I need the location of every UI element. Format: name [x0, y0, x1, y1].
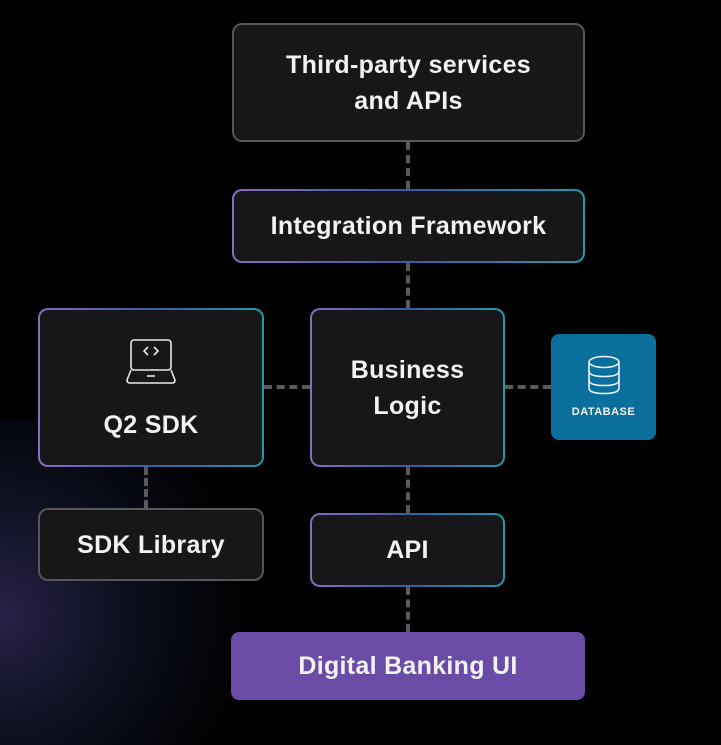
- connector-sdk-library: [144, 467, 148, 508]
- node-q2-sdk: Q2 SDK: [38, 308, 264, 467]
- node-integration-framework: Integration Framework: [232, 189, 585, 263]
- connector-integration-business: [406, 263, 410, 308]
- node-third-party: Third-party services and APIs: [232, 23, 585, 142]
- node-sdk-library: SDK Library: [38, 508, 264, 581]
- connector-thirdparty-integration: [406, 142, 410, 189]
- node-label: Q2 SDK: [103, 410, 199, 439]
- database-icon: [587, 355, 621, 395]
- node-database: DATABASE: [551, 334, 656, 440]
- node-label: Integration Framework: [270, 212, 547, 240]
- connector-api-ui: [406, 587, 410, 632]
- node-api: API: [310, 513, 505, 587]
- node-label: SDK Library: [77, 530, 225, 559]
- connector-sdk-business: [264, 385, 310, 389]
- node-label: API: [386, 536, 429, 564]
- node-label: Digital Banking UI: [298, 652, 518, 680]
- connector-business-database: [505, 385, 551, 389]
- laptop-code-icon: [126, 338, 176, 385]
- node-label: Business Logic: [350, 355, 465, 420]
- node-label: DATABASE: [571, 406, 636, 418]
- connector-business-api: [406, 467, 410, 513]
- node-digital-banking-ui: Digital Banking UI: [231, 632, 585, 700]
- node-label: Third-party services and APIs: [286, 50, 531, 115]
- node-business-logic: Business Logic: [310, 308, 505, 467]
